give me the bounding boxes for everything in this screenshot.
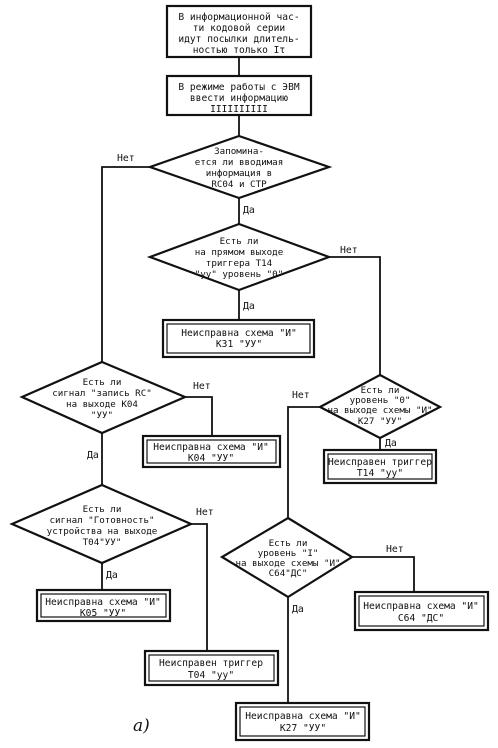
label-no-level0: Нет: [292, 390, 310, 401]
result-k31-line-2: К31 "УУ": [216, 339, 262, 350]
decision-signal-rc-line-3: на выходе К04: [66, 399, 138, 410]
result-k05: Неисправна схема "И" К05 "УУ": [35, 588, 172, 623]
block-start-line-2: ти кодовой серии: [193, 22, 285, 34]
result-t04: Неисправен триггер T04 "уу": [143, 649, 280, 687]
edge-level0-no: [287, 406, 320, 518]
label-no-level1: Нет: [386, 544, 404, 555]
result-k05-line-2: К05 "УУ": [80, 608, 126, 619]
edge-recorded-no: [101, 166, 150, 362]
figure-caption: а): [133, 716, 150, 736]
block-start: В информационной час- ти кодовой серии и…: [165, 4, 313, 59]
decision-trigger-line-4: "уу" уровень "0": [195, 269, 284, 280]
result-c64-line-2: С64 "ДС": [398, 613, 444, 624]
result-k04-line-2: К04 "УУ": [188, 453, 234, 464]
label-yes-level0: Да: [385, 438, 397, 449]
result-t14: Неисправен триггер T14 "уу": [322, 448, 438, 485]
decision-level0-line-1: Есть ли: [361, 385, 400, 396]
decision-signal-rc-line-1: Есть ли: [83, 377, 122, 388]
decision-level0-line-3: на выходе схемы "И": [327, 405, 432, 416]
decision-ready-line-1: Есть ли: [83, 504, 122, 515]
decision-signal-rc-line-4: "УУ": [91, 410, 113, 421]
result-k27: Неисправна схема "И" К27 "УУ": [234, 701, 371, 742]
result-c64: Неисправна схема "И" С64 "ДС": [353, 590, 490, 632]
decision-ready-line-4: T04"УУ": [83, 537, 122, 548]
label-no-ready: Нет: [196, 507, 214, 518]
label-no-recorded: Нет: [117, 153, 135, 164]
decision-recorded-line-2: ется ли вводимая: [195, 157, 284, 168]
edge-level1-no: [352, 556, 415, 592]
decision-level0-line-4: К27 "УУ": [358, 416, 402, 427]
block-input: В режиме работы с ЭВМ ввести информацию …: [165, 74, 313, 117]
result-t04-line-1: Неисправен триггер: [159, 658, 263, 669]
decision-trigger: Есть ли на прямом выходе триггера T14 "у…: [146, 222, 333, 292]
result-k31-line-1: Неисправна схема "И": [181, 328, 297, 339]
block-input-line-2: ввести информацию: [190, 92, 288, 104]
decision-signal-rc: Есть ли сигнал "запись RC" на выходе К04…: [19, 360, 188, 435]
decision-level1-line-4: С64"ДС": [269, 568, 308, 579]
result-t14-line-2: T14 "уу": [357, 468, 403, 479]
result-k31: Неисправна схема "И" К31 "УУ": [161, 318, 316, 359]
label-no-trigger: Нет: [340, 245, 358, 256]
decision-trigger-line-3: триггера T14: [206, 258, 273, 269]
label-yes-ready: Да: [106, 570, 118, 581]
label-yes-level1: Да: [292, 604, 304, 615]
decision-recorded: Запомина- ется ли вводимая информация в …: [146, 134, 333, 200]
decision-recorded-line-4: RC04 и СТР: [211, 179, 267, 190]
decision-signal-rc-line-2: сигнал "запись RC": [52, 388, 152, 399]
decision-ready-line-3: устройства на выходе: [47, 526, 158, 537]
label-yes-recorded: Да: [243, 205, 255, 216]
decision-level1-line-3: на выходе схемы "И": [235, 558, 340, 569]
decision-level0: Есть ли уровень "0" на выходе схемы "И" …: [317, 373, 443, 440]
decision-level1-line-1: Есть ли: [269, 538, 308, 549]
edge-signal-no: [185, 396, 213, 436]
decision-level1: Есть ли уровень "I" на выходе схемы "И" …: [219, 516, 355, 599]
result-t04-line-2: T04 "уу": [188, 670, 234, 681]
result-k27-line-1: Неисправна схема "И": [245, 711, 361, 722]
result-k05-line-1: Неисправна схема "И": [45, 597, 161, 608]
result-k27-line-2: К27 "УУ": [280, 723, 326, 734]
decision-ready-line-2: сигнал "Готовность": [49, 515, 154, 526]
decision-recorded-line-3: информация в: [206, 168, 272, 179]
connectors: [101, 57, 415, 703]
edge-ready-no: [191, 523, 208, 651]
label-yes-signal: Да: [87, 450, 99, 461]
result-c64-line-1: Неисправна схема "И": [363, 601, 479, 612]
result-t14-line-1: Неисправен триггер: [328, 457, 432, 468]
block-start-line-1: В информационной час-: [178, 11, 299, 23]
result-k04: Неисправна схема "И" К04 "УУ": [141, 434, 282, 469]
branch-labels: Нет Да Нет Да Нет Нет Да Да Нет Нет Да Д…: [87, 153, 404, 615]
decision-trigger-line-1: Есть ли: [220, 236, 259, 247]
block-input-line-1: В режиме работы с ЭВМ: [178, 81, 300, 93]
block-start-line-3: идут посылки длитель-: [178, 34, 299, 45]
edge-trigger-no: [329, 256, 381, 375]
decision-trigger-line-2: на прямом выходе: [195, 247, 284, 258]
block-input-line-3: IIIIIIIIII: [210, 104, 268, 115]
block-start-line-4: ностью только Iτ: [193, 45, 286, 56]
result-k04-line-1: Неисправна схема "И": [153, 442, 269, 453]
decision-level1-line-2: уровень "I": [258, 548, 319, 559]
label-yes-trigger: Да: [243, 301, 255, 312]
decision-ready: Есть ли сигнал "Готовность" устройства н…: [9, 483, 194, 565]
label-no-signal: Нет: [193, 381, 211, 392]
decision-level0-line-2: уровень "0": [350, 395, 411, 406]
decision-recorded-line-1: Запомина-: [214, 146, 264, 157]
